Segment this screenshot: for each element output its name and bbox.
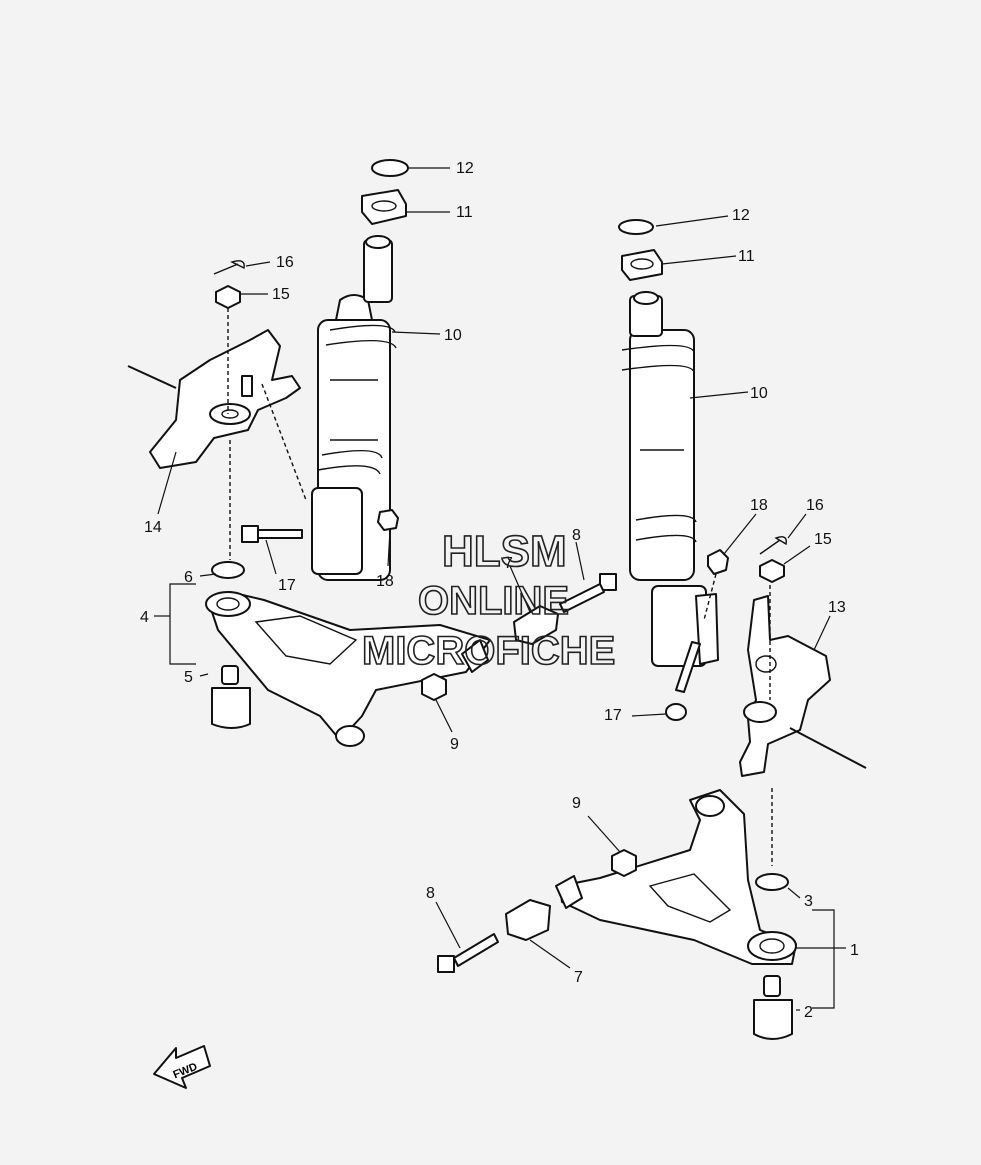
callout-6: 6	[184, 569, 193, 586]
callout-2: 2	[804, 1004, 813, 1021]
callout-15-left: 15	[272, 286, 290, 303]
leader-lines	[154, 167, 846, 1011]
steering-knuckle-left	[127, 329, 301, 469]
bolt-left	[241, 525, 303, 543]
cotter-pin-left	[213, 260, 245, 275]
ball-joint-left	[211, 665, 251, 729]
callout-12-right: 12	[732, 207, 750, 224]
callout-7-right: 7	[574, 969, 583, 986]
callout-1: 1	[850, 942, 859, 959]
nut-left-18	[377, 509, 399, 531]
castle-nut-right	[759, 559, 785, 583]
callout-17-right: 17	[604, 707, 622, 724]
lock-nut-left	[361, 189, 407, 225]
callout-16-right: 16	[806, 497, 824, 514]
shock-absorber-right	[621, 291, 719, 667]
steering-knuckle-right	[739, 595, 867, 777]
nut-right-9	[611, 849, 637, 877]
watermark: HLSM ONLINE MICROFICHE	[361, 526, 616, 674]
cotter-pin-right	[759, 536, 787, 555]
callout-4: 4	[140, 609, 149, 626]
callout-11-left: 11	[456, 204, 473, 221]
callout-9-right: 9	[572, 795, 581, 812]
callout-16-left: 16	[276, 254, 294, 271]
callout-9-left: 9	[450, 736, 459, 753]
lower-arm-right	[559, 789, 797, 965]
shock-absorber-left	[311, 235, 397, 581]
callout-8-right: 8	[426, 885, 435, 902]
circlip-right	[755, 873, 789, 891]
callout-10-left: 10	[444, 327, 462, 344]
fwd-arrow-icon: FWD	[153, 1045, 211, 1089]
callout-18-right: 18	[750, 497, 768, 514]
watermark-line2: ONLINE	[418, 579, 569, 623]
callout-7-left: 7	[504, 555, 513, 572]
callout-13: 13	[828, 599, 846, 616]
snap-ring-left	[371, 159, 409, 177]
callout-11-right: 11	[738, 248, 755, 265]
bushing-left	[461, 605, 559, 673]
bushing-right	[505, 875, 583, 941]
lock-nut-right	[621, 249, 663, 281]
callout-3: 3	[804, 893, 813, 910]
snap-ring-right	[618, 219, 654, 235]
ball-joint-right	[753, 975, 793, 1040]
nut-left-9	[421, 673, 447, 701]
watermark-line1: HLSM	[442, 527, 567, 576]
callout-18-left: 18	[376, 573, 394, 590]
bolt-left-8	[559, 573, 617, 613]
nut-right-18	[707, 549, 729, 575]
callout-17-left: 17	[278, 577, 296, 594]
circlip-left	[211, 561, 245, 579]
callout-12-left: 12	[456, 160, 474, 177]
callout-5: 5	[184, 669, 193, 686]
bolt-right-8	[437, 933, 499, 973]
castle-nut-left	[215, 285, 241, 309]
watermark-line3: MICROFICHE	[362, 629, 615, 673]
bolt-right	[665, 641, 701, 721]
callout-10-right: 10	[750, 385, 768, 402]
callout-14: 14	[144, 519, 162, 536]
callout-15-right: 15	[814, 531, 832, 548]
callout-8-left: 8	[572, 527, 581, 544]
